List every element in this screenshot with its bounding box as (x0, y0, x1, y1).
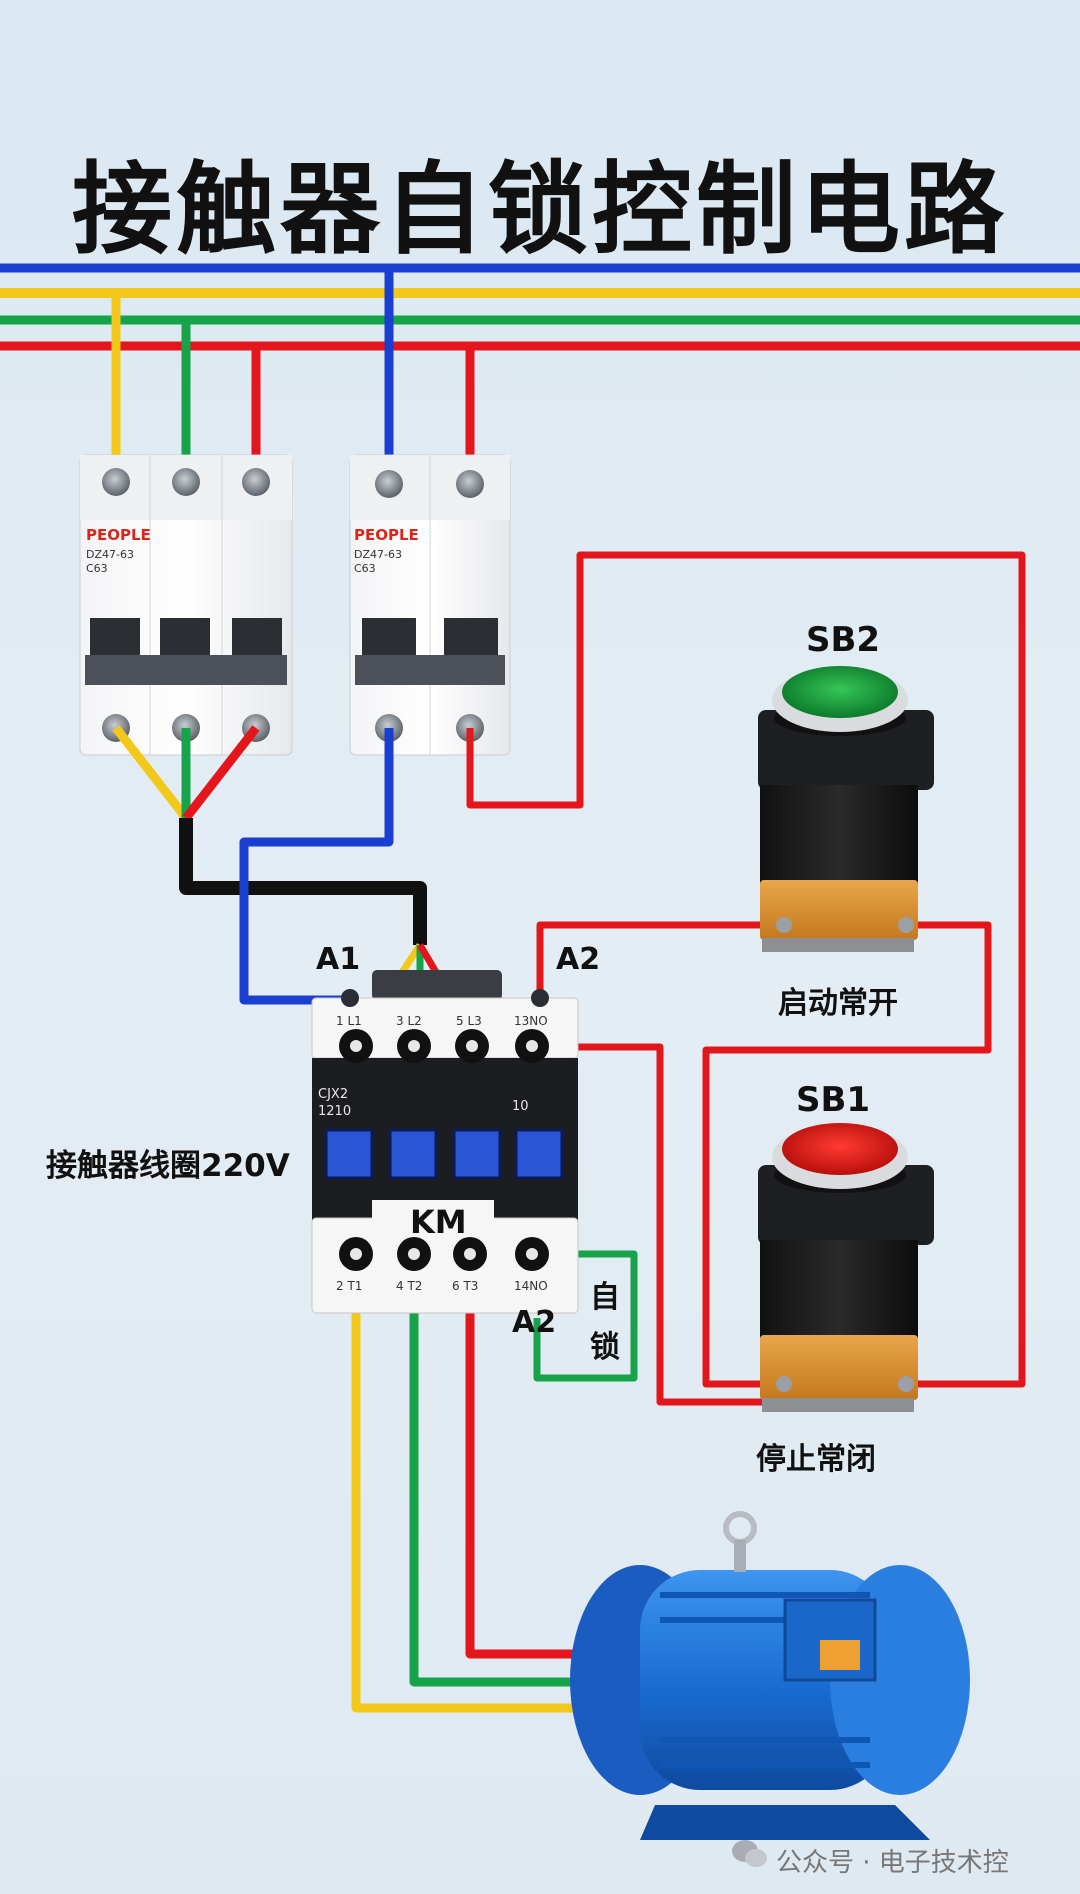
a1-label: A1 (316, 942, 361, 977)
contactor-model-2: 1210 (318, 1104, 351, 1119)
breaker-3p: PEOPLE DZ47-63 C63 (79, 454, 293, 756)
sb1-label: SB1 (796, 1080, 871, 1120)
sb2-button (758, 666, 934, 952)
wire-yellow-twist (112, 725, 190, 821)
breaker3-model: DZ47-63 (86, 548, 134, 561)
breaker2-rating: C63 (354, 562, 376, 575)
wire-red-twist (182, 725, 260, 821)
km-label: KM (410, 1203, 467, 1241)
self-lock-label-1: 自 (590, 1280, 620, 1315)
contactor-model-1: CJX2 (318, 1087, 348, 1102)
sb2-label: SB2 (806, 620, 881, 660)
wire-red-13no (535, 1043, 790, 1406)
terminal-t3: 6 T3 (452, 1279, 478, 1293)
terminal-t1: 2 T1 (336, 1279, 362, 1293)
wechat-icon (732, 1840, 767, 1867)
terminal-l3: 5 L3 (456, 1014, 482, 1028)
wire-red-sb2-a2 (536, 921, 782, 1000)
terminal-14no: 14NO (514, 1279, 548, 1293)
a2-bottom-label: A2 (512, 1305, 557, 1340)
a2-top-label: A2 (556, 942, 601, 977)
self-lock-label-2: 锁 (590, 1330, 620, 1365)
terminal-13no: 13NO (514, 1014, 548, 1028)
breaker3-brand: PEOPLE (86, 526, 151, 544)
breaker2-model: DZ47-63 (354, 548, 402, 561)
terminal-l1: 1 L1 (336, 1014, 362, 1028)
breaker2-brand: PEOPLE (354, 526, 419, 544)
wire-blue-a1 (239, 728, 394, 1005)
contactor-aux: 10 (512, 1099, 529, 1114)
contactor-km: 1 L1 3 L2 5 L3 13NO CJX2 1210 10 2 T1 4 … (311, 970, 579, 1314)
sb1-button (758, 1123, 934, 1412)
terminal-l2: 3 L2 (396, 1014, 422, 1028)
watermark: 公众号 · 电子技术控 (776, 1848, 1009, 1878)
breaker3-rating: C63 (86, 562, 108, 575)
wire-red-control-main (466, 551, 1026, 1388)
sb1-caption: 停止常闭 (756, 1442, 876, 1477)
wire-black-cable (179, 818, 427, 945)
terminal-t2: 4 T2 (396, 1279, 422, 1293)
sb2-caption: 启动常开 (778, 986, 898, 1021)
page-title: 接触器自锁控制电路 (72, 151, 1008, 268)
wire-green-selflock (533, 1250, 638, 1382)
wire-red-sb2-sb1 (702, 921, 992, 1388)
motor (570, 1511, 970, 1840)
breaker-2p: PEOPLE DZ47-63 C63 (349, 454, 511, 756)
coil-label: 接触器线圈220V (46, 1148, 290, 1184)
